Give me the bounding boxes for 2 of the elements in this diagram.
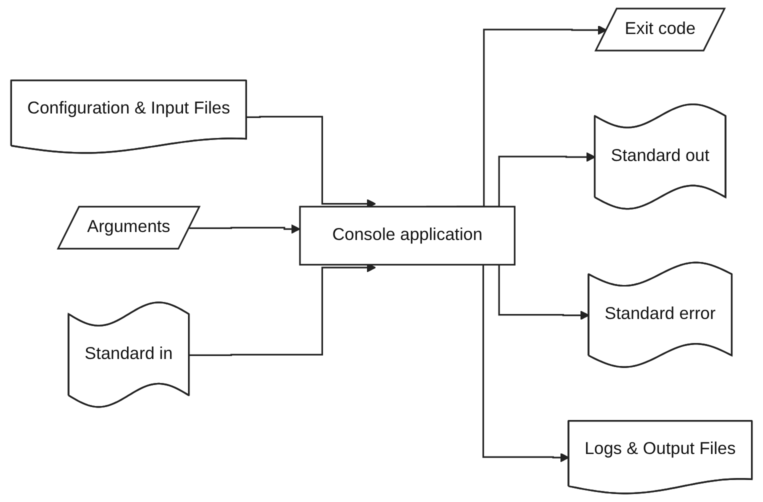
node-box: Console application bbox=[299, 206, 516, 266]
arrow bbox=[189, 224, 300, 234]
